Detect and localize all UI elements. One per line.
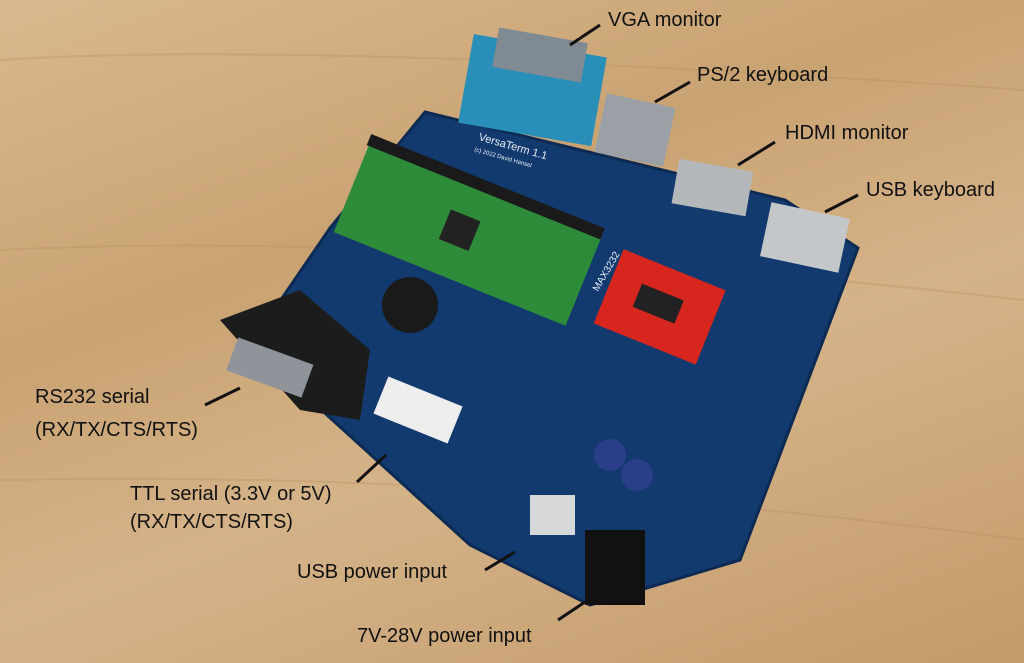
ttl-serial-header (373, 376, 463, 444)
capacitor (621, 459, 653, 491)
buzzer (382, 277, 438, 333)
hdmi-connector (671, 158, 754, 217)
max3232-module (593, 249, 726, 365)
capacitor (594, 439, 626, 471)
usb-power-connector (530, 495, 575, 535)
label-usb-power: USB power input (297, 561, 448, 583)
label-dc-power: 7V-28V power input (357, 625, 532, 647)
rs232-connector (220, 290, 370, 420)
vga-connector (458, 27, 607, 147)
dc-power-jack (585, 530, 645, 605)
label-ps2-keyboard: PS/2 keyboard (697, 64, 829, 86)
label-usb-keyboard: USB keyboard (866, 179, 995, 201)
annotation-leaders (204, 23, 859, 622)
pico-board (333, 134, 605, 326)
label-ttl-serial: TTL serial (3.3V or 5V) (130, 483, 332, 505)
ps2-connector (594, 93, 676, 167)
label-vga-monitor: VGA monitor (608, 9, 722, 31)
usb-connector (760, 202, 850, 273)
label-hdmi-monitor: HDMI monitor (785, 122, 909, 144)
label-rs232-signals: (RX/TX/CTS/RTS) (35, 419, 198, 441)
label-ttl-signals: (RX/TX/CTS/RTS) (130, 511, 293, 533)
label-rs232-serial: RS232 serial (35, 386, 150, 408)
